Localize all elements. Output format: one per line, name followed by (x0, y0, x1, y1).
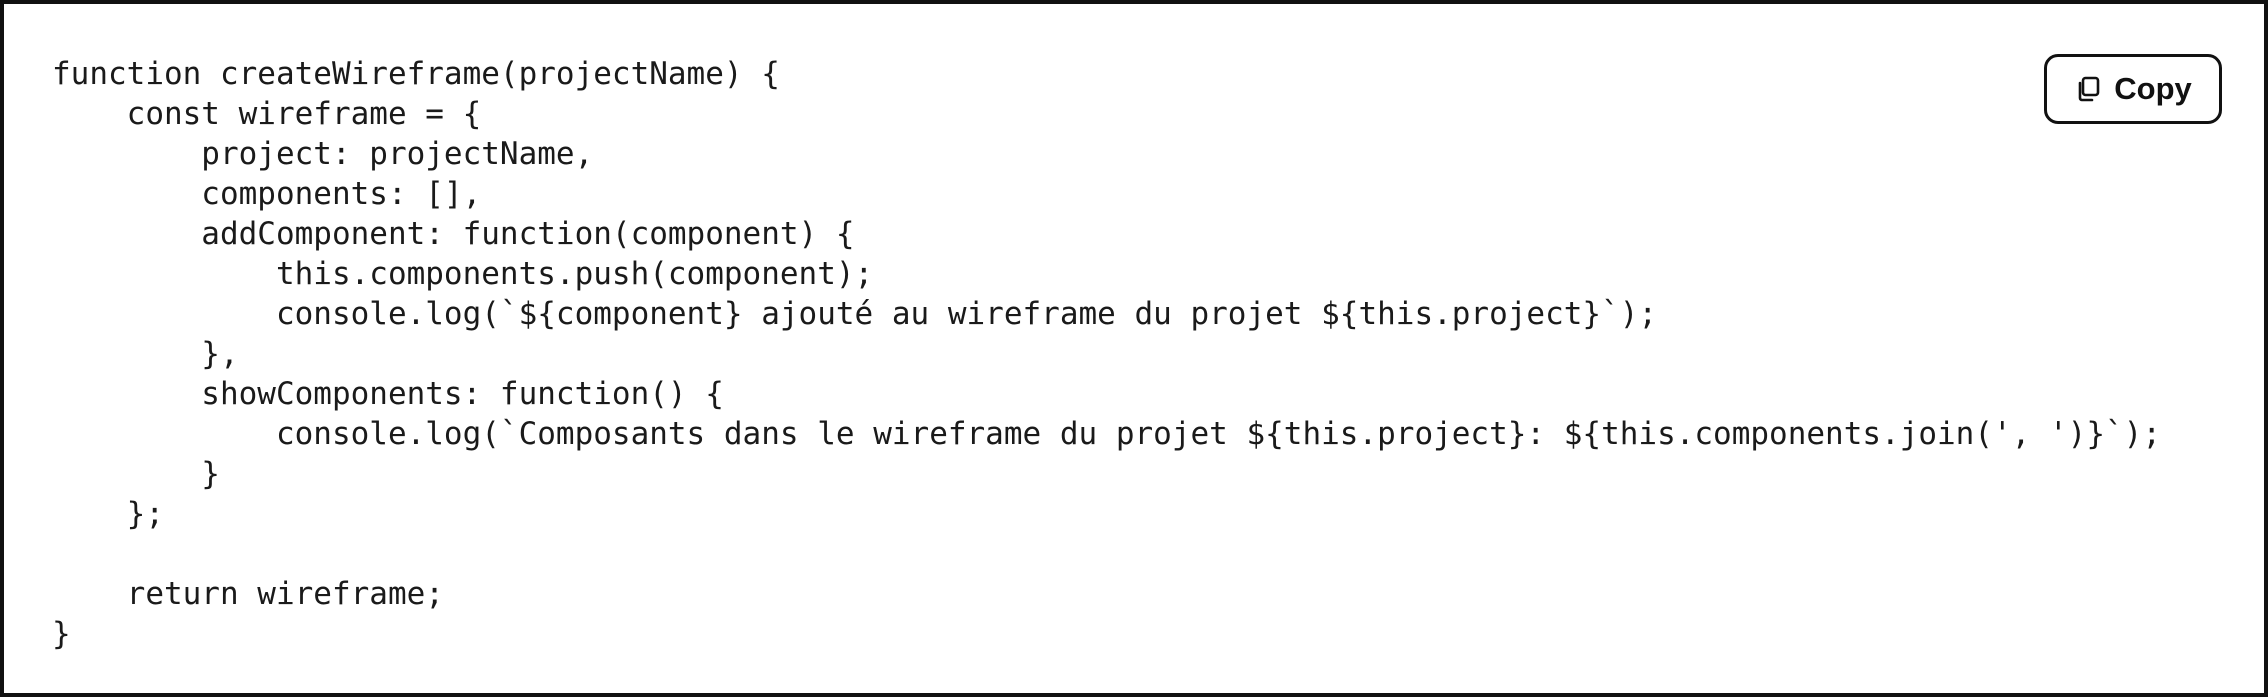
code-line: const wireframe = { (52, 96, 482, 132)
code-line: this.components.push(component); (52, 256, 874, 292)
code-line: console.log(`${component} ajouté au wire… (52, 296, 1658, 332)
code-line: }; (52, 496, 164, 532)
code-line: project: projectName, (52, 136, 594, 172)
code-line: console.log(`Composants dans le wirefram… (52, 416, 2161, 452)
code-line: showComponents: function() { (52, 376, 724, 412)
copy-button[interactable]: Copy (2044, 54, 2222, 124)
code-line: return wireframe; (52, 576, 444, 612)
code-line: } (52, 456, 220, 492)
copy-button-label: Copy (2114, 71, 2192, 106)
code-line: function createWireframe(projectName) { (52, 56, 780, 92)
copy-icon (2074, 75, 2102, 103)
code-line: addComponent: function(component) { (52, 216, 855, 252)
code-content[interactable]: function createWireframe(projectName) { … (52, 54, 2161, 654)
code-line: }, (52, 336, 239, 372)
code-line: } (52, 616, 71, 652)
code-line: components: [], (52, 176, 482, 212)
code-line (52, 534, 2161, 574)
